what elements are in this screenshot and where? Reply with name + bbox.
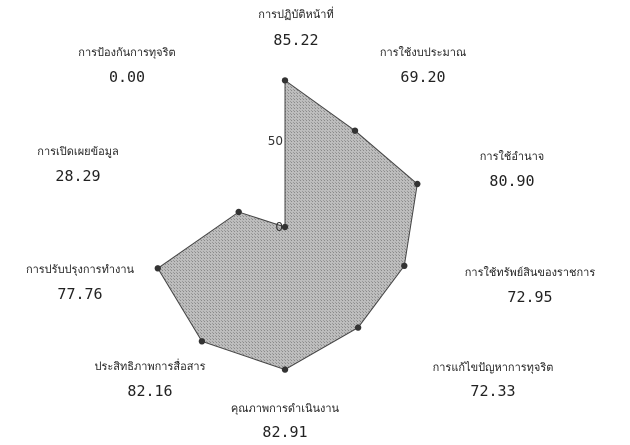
value-label-2: 80.90 [489,172,534,190]
value-label-0: 85.22 [273,31,318,49]
radar-series-area [157,79,418,371]
radar-point-5 [281,366,289,373]
category-label-1: การใช้งบประมาณ [380,46,466,59]
radar-point-1 [351,127,359,134]
radar-point-0 [281,77,289,84]
category-label-5: คุณภาพการดำเนินงาน [231,402,340,415]
value-label-7: 77.76 [57,285,102,303]
category-label-2: การใช้อำนาจ [480,150,545,163]
value-label-5: 82.91 [262,423,307,441]
radar-point-8 [235,208,242,216]
radial-tick-label-1: 50 [268,134,283,148]
value-label-8: 28.29 [55,167,100,185]
value-label-4: 72.33 [470,382,515,400]
value-label-1: 69.20 [400,68,445,86]
category-label-8: การเปิดเผยข้อมูล [37,145,118,158]
radar-point-6 [198,338,206,345]
radar-point-2 [414,180,421,188]
category-label-0: การปฏิบัติหน้าที่ [258,6,333,21]
radar-point-3 [401,262,408,269]
radar-point-9 [281,223,289,231]
value-label-6: 82.16 [127,382,172,400]
radar-point-7 [154,265,161,272]
category-label-4: การแก้ไขปัญหาการทุจริต [433,361,554,374]
radar-point-4 [354,324,362,331]
radial-tick-label-0: 0 [275,220,283,234]
category-label-6: ประสิทธิภาพการสื่อสาร [94,358,205,373]
category-label-3: การใช้ทรัพย์สินของราชการ [465,266,596,279]
value-label-9: 0.00 [109,68,145,86]
category-label-9: การป้องกันการทุจริต [78,46,175,59]
value-label-3: 72.95 [507,288,552,306]
category-label-7: การปรับปรุงการทำงาน [26,263,135,276]
